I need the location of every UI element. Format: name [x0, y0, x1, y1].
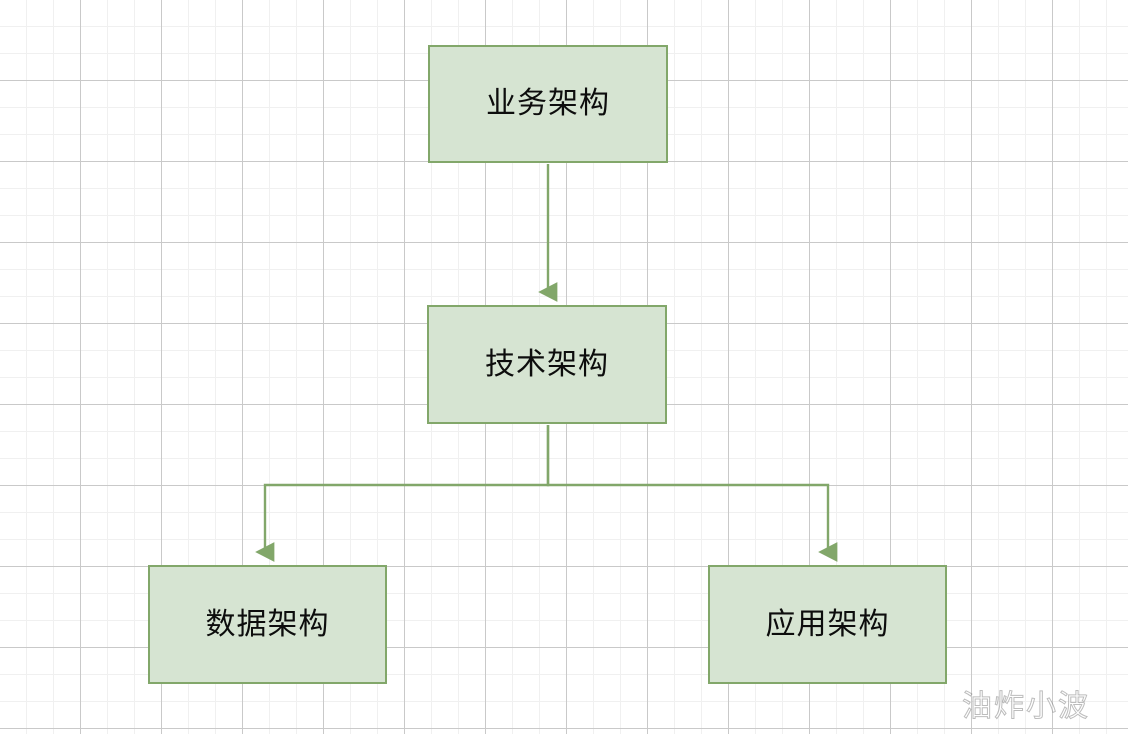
edge-technology-application — [546, 425, 838, 562]
node-application-architecture[interactable]: 应用架构 — [708, 565, 947, 684]
node-technology-architecture[interactable]: 技术架构 — [427, 305, 667, 424]
node-data-architecture[interactable]: 数据架构 — [148, 565, 387, 684]
node-label: 数据架构 — [205, 606, 330, 642]
edge-technology-data — [255, 425, 550, 562]
node-label: 业务架构 — [486, 86, 610, 121]
watermark-text: 油炸小波 — [962, 689, 1090, 724]
node-business-architecture[interactable]: 业务架构 — [428, 45, 668, 163]
node-label: 技术架构 — [485, 346, 609, 382]
node-label: 应用架构 — [765, 606, 890, 642]
